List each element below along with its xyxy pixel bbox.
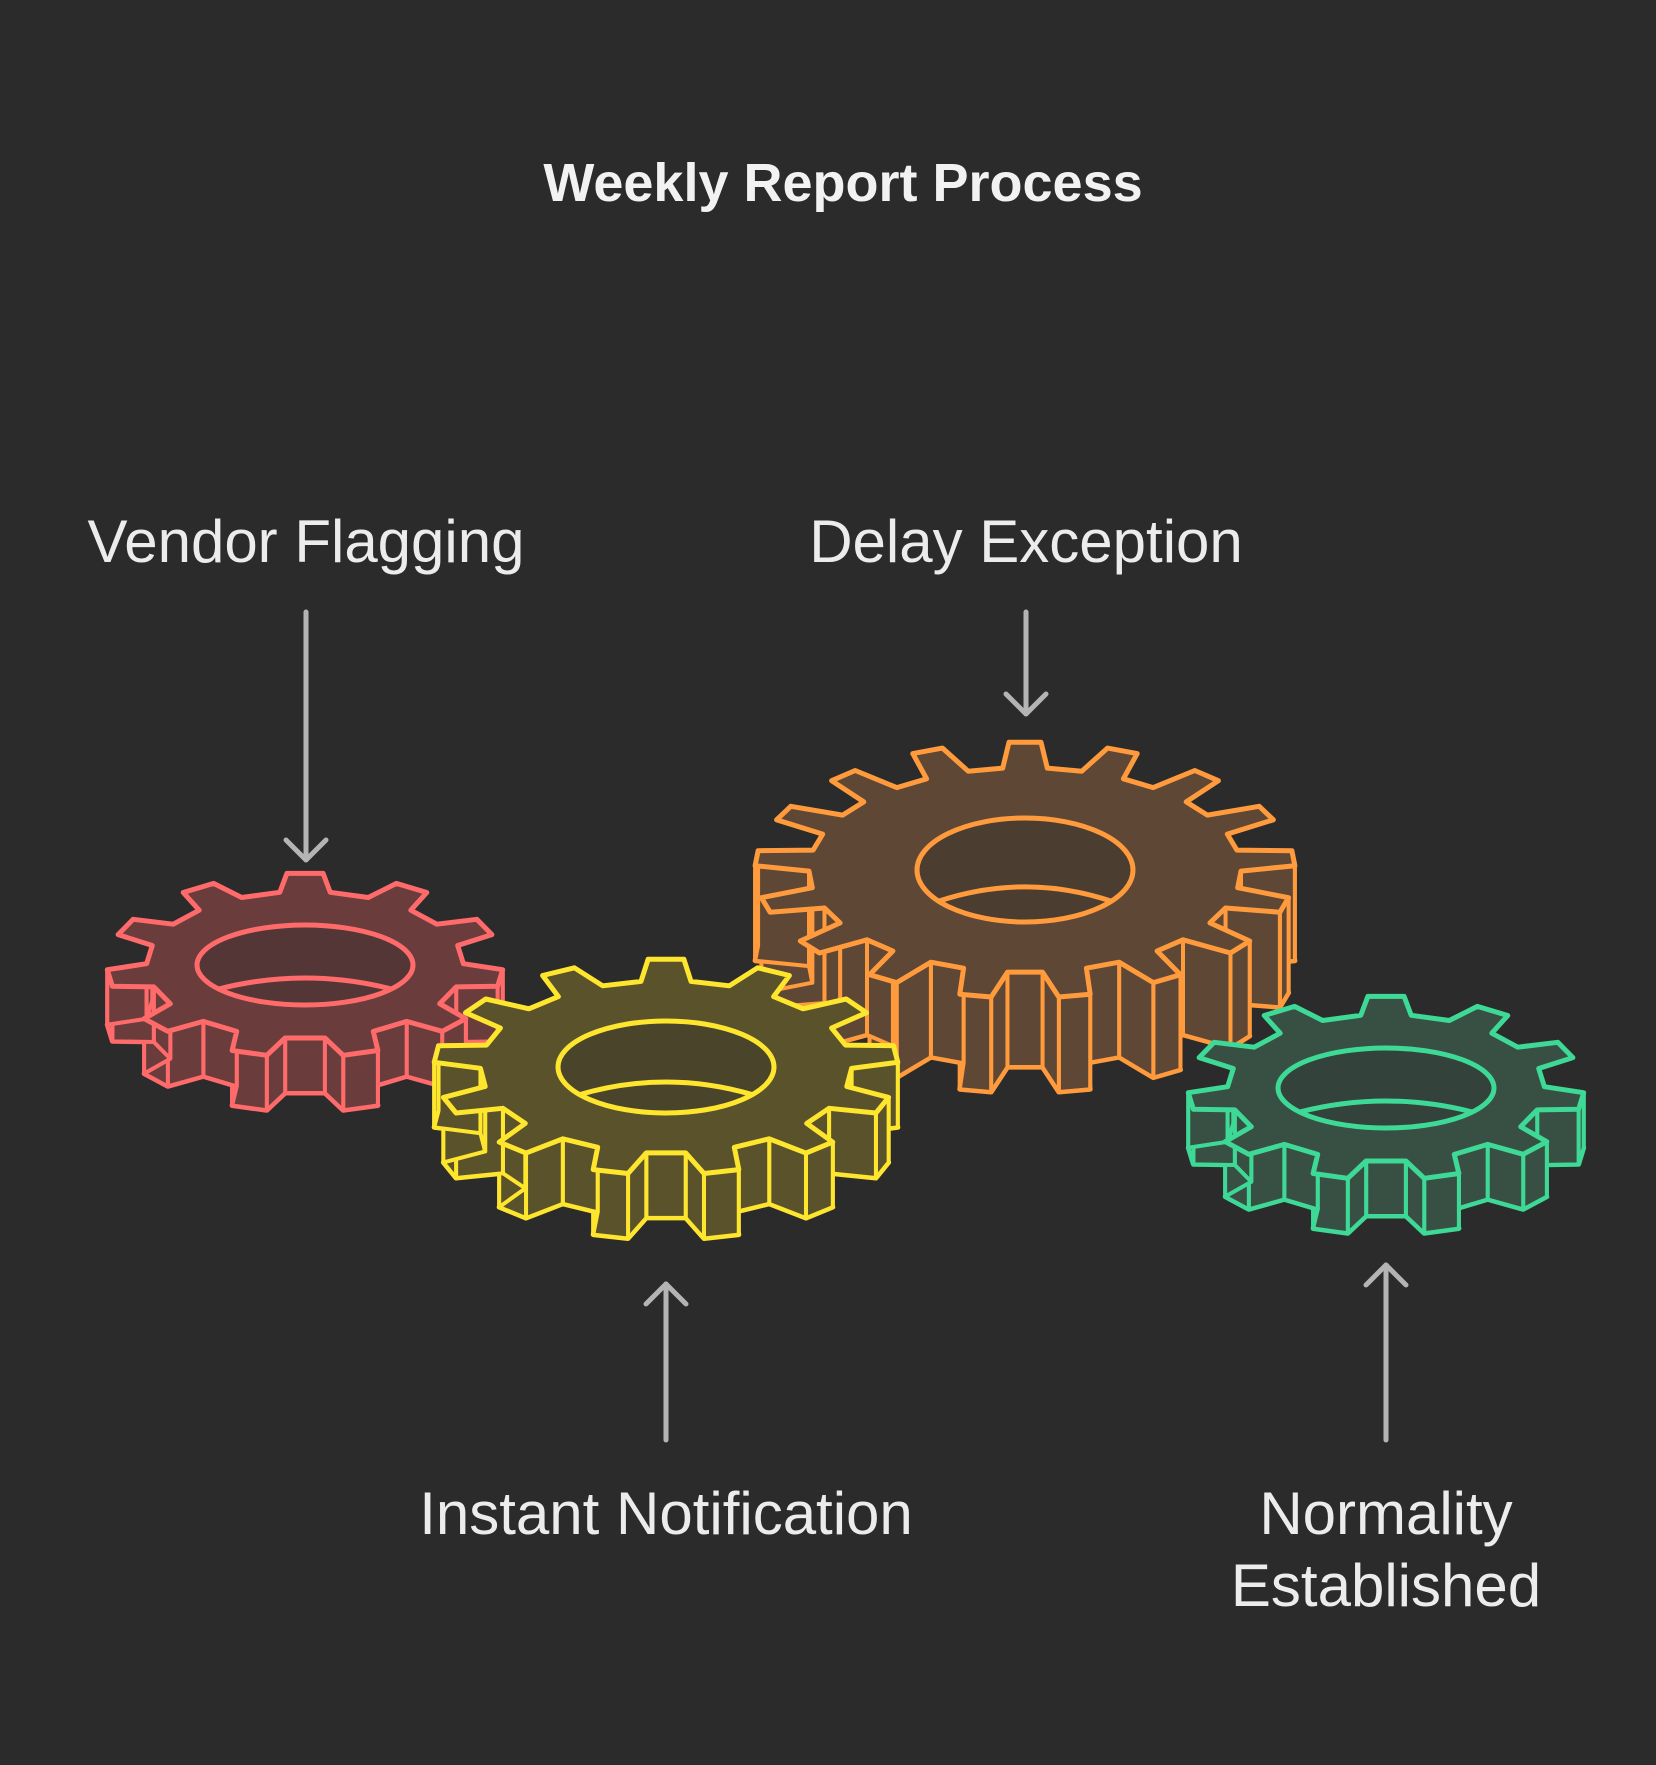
gear-side-wall xyxy=(560,1136,600,1215)
gear-hole xyxy=(1275,1045,1497,1131)
gear-hole xyxy=(194,922,416,1008)
diagram-title: Weekly Report Process xyxy=(543,153,1142,213)
gear-hole-inner-rim xyxy=(937,884,1113,904)
arrow-up-icon xyxy=(1363,1262,1409,1443)
gear-side-wall xyxy=(1228,938,1252,1051)
arrow-down-icon xyxy=(1003,609,1049,717)
gear-side-wall xyxy=(283,1036,327,1096)
gear-hole-inner-rim xyxy=(578,1079,754,1097)
step-label: Vendor Flagging xyxy=(88,508,525,575)
gear-side-wall xyxy=(1364,1159,1408,1219)
gear-side-wall xyxy=(827,1106,878,1180)
step-label: Established xyxy=(1231,1552,1541,1619)
gear-icon xyxy=(431,956,901,1241)
arrows-layer xyxy=(283,609,1409,1443)
gear-icon xyxy=(1185,993,1587,1236)
gear-side-wall xyxy=(753,863,812,969)
step-label: Normality xyxy=(1259,1480,1512,1547)
gear-top-face xyxy=(104,870,506,1058)
gear-hole xyxy=(914,815,1136,925)
gear-side-wall xyxy=(1422,1171,1461,1236)
gear-side-wall xyxy=(701,1167,741,1241)
gear-top-face xyxy=(1185,993,1587,1181)
gear-top-face xyxy=(752,739,1298,1000)
gear-side-wall xyxy=(1005,970,1045,1070)
gear-hole-inner-rim xyxy=(1298,1098,1474,1115)
gear-side-wall xyxy=(928,960,966,1066)
gear-top-face xyxy=(431,956,901,1176)
gear-side-wall xyxy=(644,1150,688,1220)
step-label: Instant Notification xyxy=(419,1480,913,1547)
gear-hole xyxy=(555,1018,777,1116)
gear-side-wall xyxy=(1181,937,1233,1051)
arrow-down-icon xyxy=(283,609,329,863)
gear-hole-inner-rim xyxy=(217,975,393,992)
step-label: Delay Exception xyxy=(809,508,1243,575)
gear-side-wall xyxy=(1056,992,1093,1094)
gear-icon xyxy=(752,739,1298,1095)
gears-layer xyxy=(104,739,1587,1241)
gear-side-wall xyxy=(341,1048,380,1113)
gear-side-wall xyxy=(1151,972,1183,1080)
arrow-up-icon xyxy=(643,1281,689,1443)
